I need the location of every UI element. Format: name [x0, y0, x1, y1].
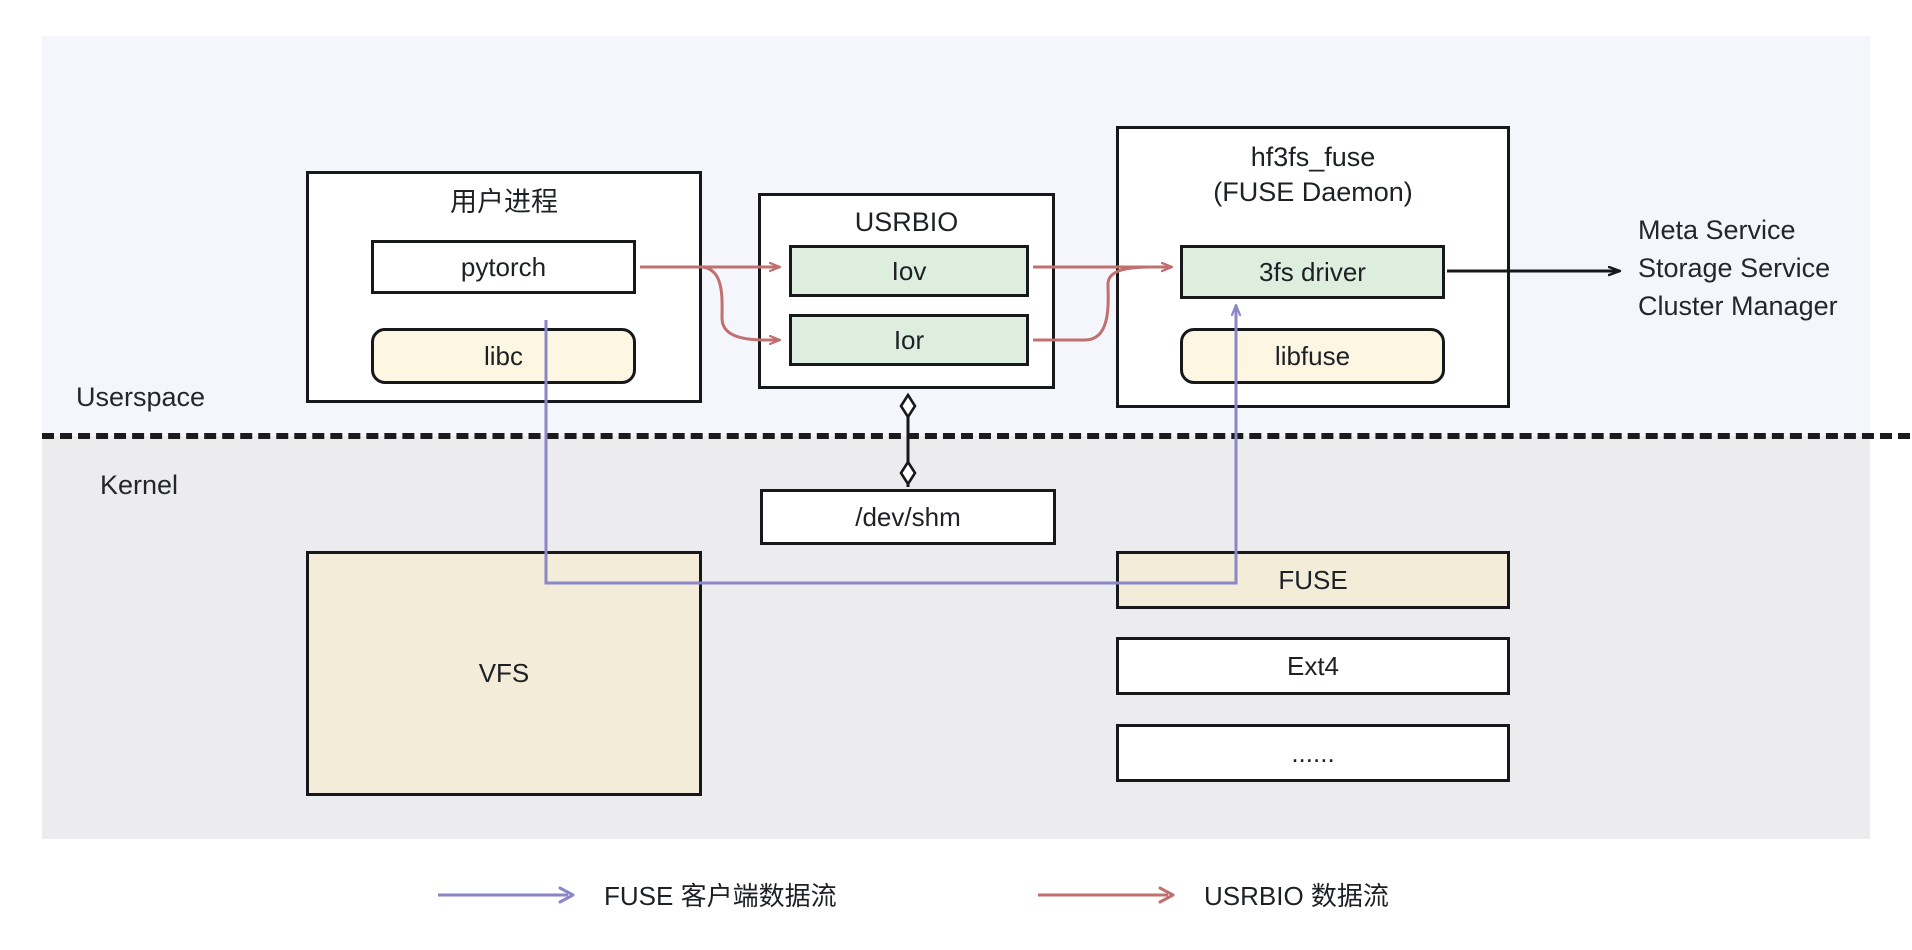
usrbio-title: USRBIO — [854, 207, 959, 237]
kernel-label: Kernel — [100, 470, 179, 500]
backend-services-label: Meta Service Storage Service Cluster Man… — [1638, 212, 1838, 325]
cluster-manager-line: Cluster Manager — [1638, 290, 1838, 321]
user-process-title: 用户进程 — [450, 187, 558, 217]
libc-box[interactable]: libc — [371, 328, 636, 384]
storage-service-line: Storage Service — [1638, 252, 1831, 283]
pytorch-box[interactable]: pytorch — [371, 240, 636, 294]
fuse-kernel-box[interactable]: FUSE — [1116, 551, 1510, 609]
hf3fs-fuse-title: hf3fs_fuse (FUSE Daemon) — [1213, 142, 1413, 207]
legend-fuse-arrow-icon — [438, 886, 575, 903]
dev-shm-box[interactable]: /dev/shm — [760, 489, 1056, 545]
userspace-kernel-divider — [42, 433, 1910, 439]
legend-fuse-flow-label: FUSE 客户端数据流 — [604, 881, 837, 911]
legend-usrbio-arrow-icon — [1038, 886, 1175, 903]
legend-usrbio-flow-label: USRBIO 数据流 — [1204, 881, 1389, 911]
libfuse-box[interactable]: libfuse — [1180, 328, 1445, 384]
ext4-box[interactable]: Ext4 — [1116, 637, 1510, 695]
ior-box[interactable]: Ior — [789, 314, 1029, 366]
legend-item-fuse-flow: FUSE 客户端数据流 — [436, 876, 837, 913]
userspace-label: Userspace — [76, 382, 206, 412]
vfs-box[interactable]: VFS — [306, 551, 702, 796]
meta-service-line: Meta Service — [1638, 215, 1796, 245]
iov-box[interactable]: Iov — [789, 245, 1029, 297]
3fs-driver-box[interactable]: 3fs driver — [1180, 245, 1445, 299]
legend-item-usrbio-flow: USRBIO 数据流 — [1036, 876, 1389, 913]
more-fs-box[interactable]: ...... — [1116, 724, 1510, 782]
